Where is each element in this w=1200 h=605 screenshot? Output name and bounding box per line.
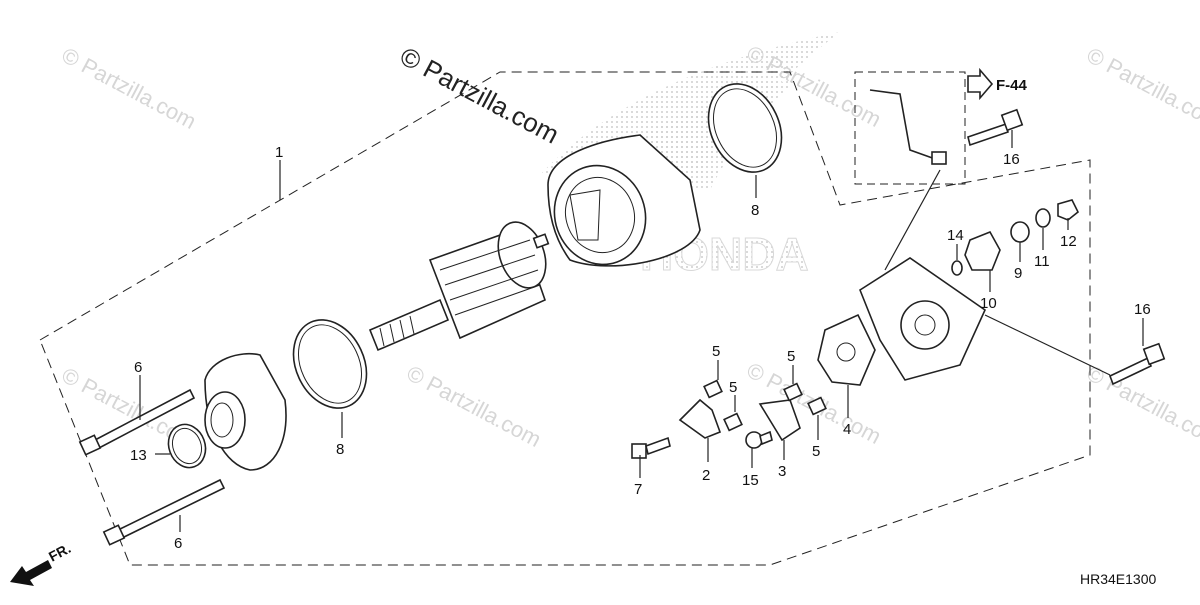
watermark-text: © Partzilla.com — [58, 42, 201, 134]
brush-terminal-2 — [678, 398, 722, 439]
long-bolt-upper — [78, 388, 196, 456]
rear-cover — [859, 257, 987, 381]
washer-11 — [1035, 208, 1051, 228]
diagram-code: HR34E1300 — [1080, 571, 1156, 587]
callout-3: 3 — [778, 463, 786, 480]
callout-5: 5 — [712, 343, 720, 360]
callout-14: 14 — [947, 227, 964, 244]
cable-terminal — [931, 151, 947, 165]
callout-1: 1 — [275, 144, 283, 161]
callout-9: 9 — [1014, 265, 1022, 282]
callout-8: 8 — [336, 441, 344, 458]
screw-7 — [631, 436, 671, 459]
washer-9 — [1010, 221, 1030, 243]
callout-13: 13 — [130, 447, 147, 464]
callout-11: 11 — [1034, 253, 1050, 270]
copyright-text: © Partzilla.com — [395, 41, 564, 150]
watermark-text: © Partzilla.com — [1083, 42, 1200, 134]
front-direction-arrow: FR. — [10, 540, 73, 586]
callout-5: 5 — [787, 348, 795, 365]
mounting-bolt-upper — [967, 108, 1024, 147]
watermark-text: © Partzilla.com — [1083, 360, 1200, 452]
reference-arrow-icon — [967, 67, 994, 101]
leader-line — [984, 314, 1111, 376]
reference-label: F-44 — [996, 77, 1028, 94]
o-ring-lower-inner — [298, 324, 362, 404]
callout-8: 8 — [751, 202, 759, 219]
callout-10: 10 — [980, 295, 997, 312]
callout-6: 6 — [174, 535, 182, 552]
front-cover — [204, 353, 287, 471]
assembly-outline — [39, 71, 1091, 566]
o-ring-14 — [951, 260, 963, 276]
brush-spring — [703, 379, 723, 399]
leader-line — [884, 169, 941, 271]
callout-16: 16 — [1003, 151, 1020, 168]
screw-15 — [745, 430, 773, 449]
small-o-ring-inner — [171, 427, 203, 465]
yoke-housing — [547, 134, 701, 267]
long-bolt-lower — [102, 478, 226, 546]
nut-12 — [1057, 199, 1080, 221]
callout-15: 15 — [742, 472, 759, 489]
callout-5: 5 — [729, 379, 737, 396]
callout-6: 6 — [134, 359, 142, 376]
o-ring-lower — [292, 319, 368, 409]
o-ring-upper-inner — [713, 88, 777, 168]
callout-16: 16 — [1134, 301, 1151, 318]
small-o-ring — [167, 423, 207, 469]
callout-7: 7 — [634, 481, 642, 498]
callout-4: 4 — [843, 421, 851, 438]
front-label: FR. — [46, 540, 73, 565]
mounting-bolt-lower — [1108, 342, 1166, 386]
brush-spring — [807, 396, 827, 416]
callout-2: 2 — [702, 467, 710, 484]
brush-spring — [783, 382, 803, 402]
terminal-nut-10 — [964, 230, 1001, 271]
armature — [368, 221, 550, 352]
brush-holder — [817, 313, 876, 386]
callout-12: 12 — [1060, 233, 1077, 250]
brush-terminal-3 — [758, 399, 801, 442]
watermark-text: © Partzilla.com — [403, 360, 546, 452]
starter-cable — [869, 89, 939, 161]
callout-5: 5 — [812, 443, 820, 460]
o-ring-upper — [707, 83, 783, 173]
subassembly-box — [854, 71, 966, 185]
brush-spring — [723, 412, 743, 432]
